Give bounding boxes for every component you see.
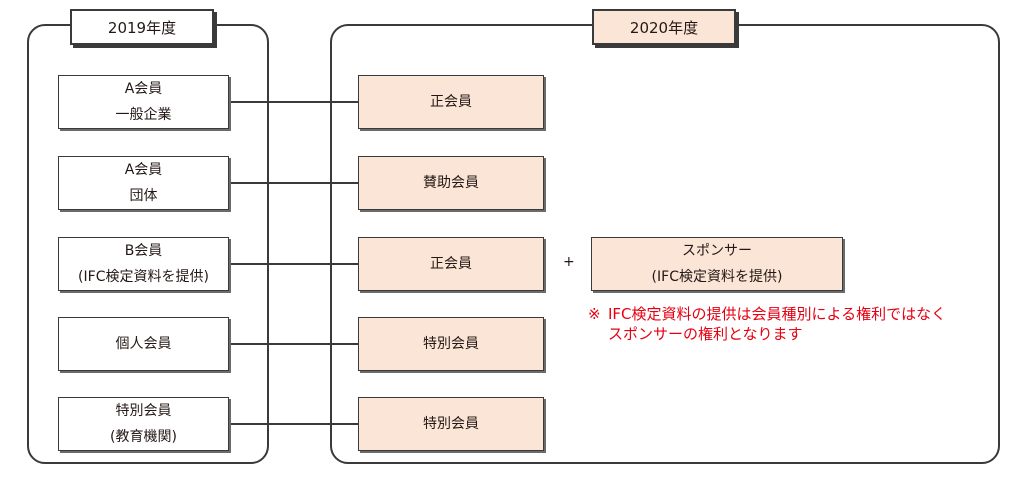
member-label: 正会員 bbox=[430, 94, 472, 110]
sponsor-label: スポンサー bbox=[682, 243, 752, 259]
connector-1 bbox=[229, 101, 358, 103]
member-sublabel: 一般企業 bbox=[115, 107, 172, 123]
connector-3 bbox=[229, 263, 358, 265]
member-label: 特別会員 bbox=[423, 336, 479, 352]
member-label: 賛助会員 bbox=[423, 175, 479, 191]
member-2019-b: B会員 (IFC検定資料を提供) bbox=[58, 237, 229, 291]
sponsor-sublabel: (IFC検定資料を提供) bbox=[651, 269, 783, 285]
sponsor-box: スポンサー (IFC検定資料を提供) bbox=[591, 237, 843, 291]
member-sublabel: (教育機関) bbox=[110, 429, 177, 445]
connector-5 bbox=[229, 423, 358, 425]
member-2020-regular-2: 正会員 bbox=[358, 237, 544, 291]
member-2019-special: 特別会員 (教育機関) bbox=[58, 397, 229, 451]
member-label: A会員 bbox=[124, 162, 163, 178]
member-label: 個人会員 bbox=[115, 336, 172, 352]
year-title-2019: 2019年度 bbox=[70, 9, 214, 45]
member-2020-special-1: 特別会員 bbox=[358, 317, 544, 371]
member-2020-regular-1: 正会員 bbox=[358, 75, 544, 129]
year-title-2020: 2020年度 bbox=[592, 9, 736, 45]
plus-sign: + bbox=[563, 254, 575, 270]
member-2019-individual: 個人会員 bbox=[58, 317, 229, 371]
year-title-2019-label: 2019年度 bbox=[107, 18, 177, 37]
member-label: A会員 bbox=[124, 81, 163, 97]
sponsor-note: ※ IFC検定資料の提供は会員種別による権利ではなく スポンサーの権利となります bbox=[588, 304, 998, 348]
connector-2 bbox=[229, 182, 358, 184]
member-2020-special-2: 特別会員 bbox=[358, 397, 544, 451]
member-label: 特別会員 bbox=[115, 403, 172, 419]
member-sublabel: (IFC検定資料を提供) bbox=[78, 269, 209, 285]
connector-4 bbox=[229, 343, 358, 345]
note-mark: ※ bbox=[588, 305, 601, 323]
member-label: 特別会員 bbox=[423, 416, 479, 432]
member-label: 正会員 bbox=[430, 256, 472, 272]
member-2020-supporting: 賛助会員 bbox=[358, 156, 544, 210]
year-title-2020-label: 2020年度 bbox=[629, 18, 699, 37]
note-line-1: IFC検定資料の提供は会員種別による権利ではなく bbox=[608, 305, 947, 323]
member-label: B会員 bbox=[124, 243, 163, 259]
member-sublabel: 団体 bbox=[129, 188, 158, 204]
member-2019-a-general: A会員 一般企業 bbox=[58, 75, 229, 129]
note-line-2: スポンサーの権利となります bbox=[608, 325, 803, 343]
member-2019-a-group: A会員 団体 bbox=[58, 156, 229, 210]
